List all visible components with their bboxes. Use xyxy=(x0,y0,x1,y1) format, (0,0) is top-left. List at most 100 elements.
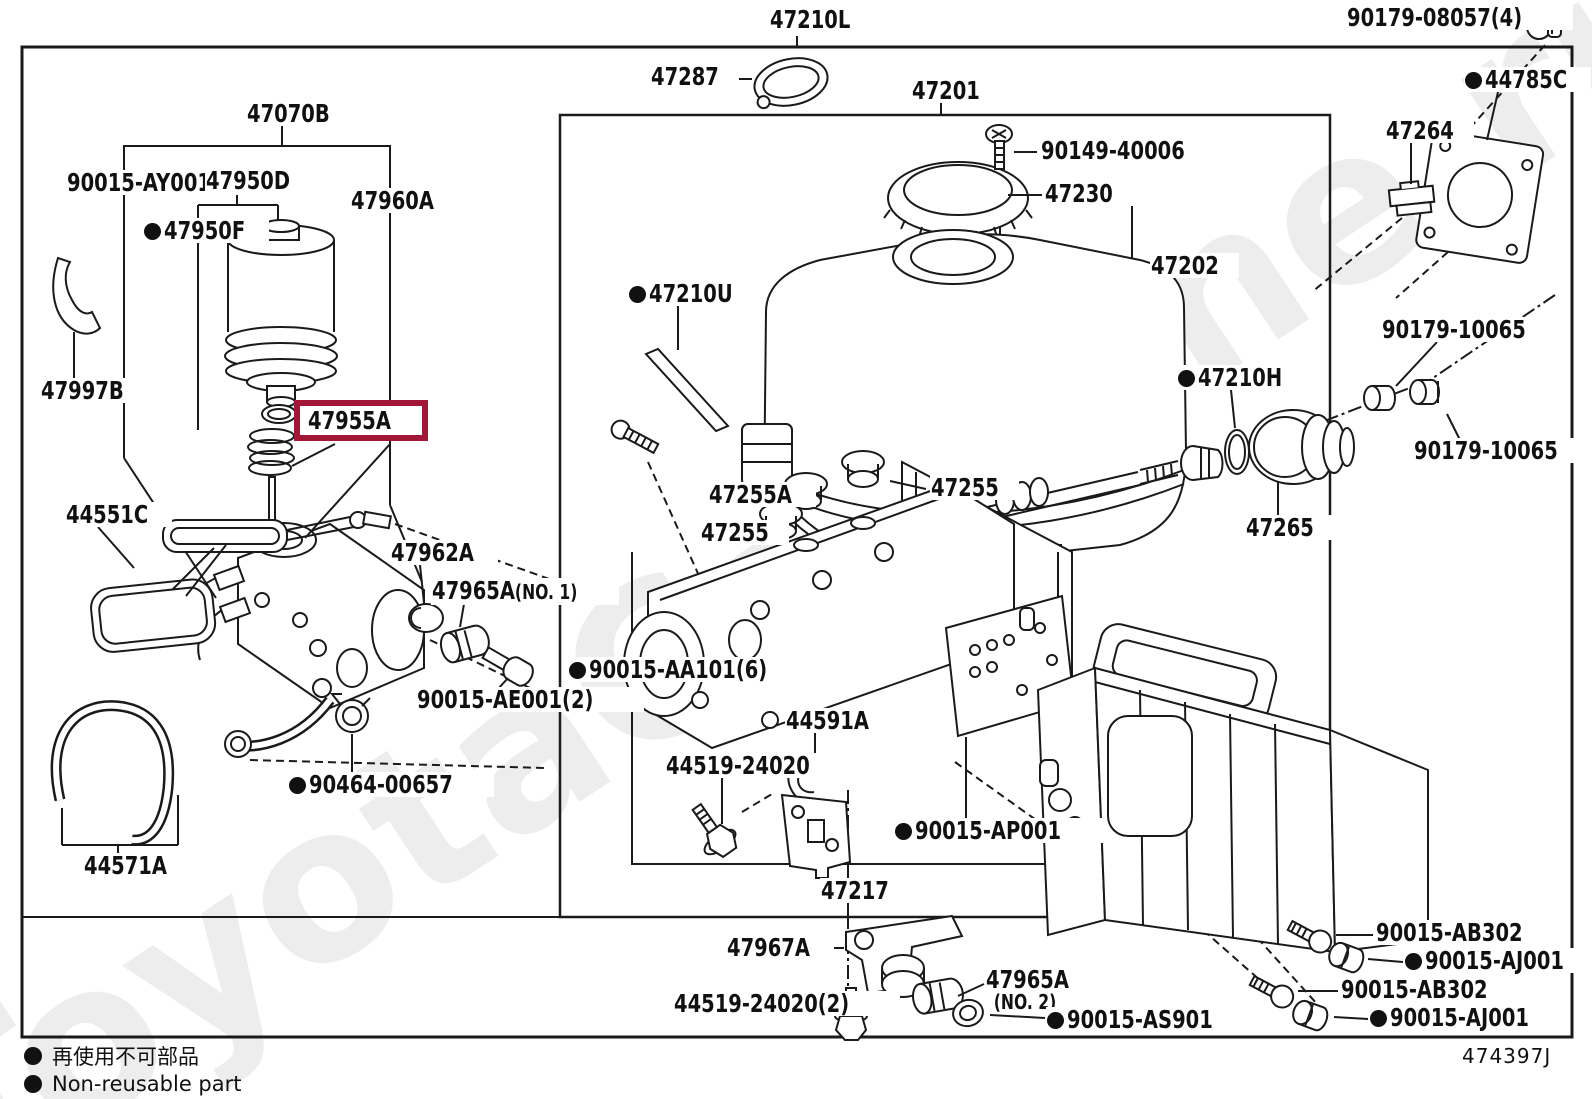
part-label-47962A[interactable]: 47962A xyxy=(390,540,499,565)
part-tube-44551C xyxy=(90,510,393,653)
part-label-90015-AJ001-1[interactable]: 90015-AJ001 xyxy=(1404,948,1592,973)
part-number-text: 47287 xyxy=(651,62,719,91)
part-label-47960A[interactable]: 47960A xyxy=(350,186,459,215)
part-number-text: 47230 xyxy=(1045,179,1113,208)
part-label-90015-AA101-6[interactable]: 90015-AA101(6) xyxy=(568,657,819,682)
part-label-90015-AS901[interactable]: 90015-AS901 xyxy=(1046,1007,1255,1032)
part-number-text: 47255 xyxy=(931,473,999,502)
part-label-90149-40006[interactable]: 90149-40006 xyxy=(1040,138,1227,163)
legend-row: Non-reusable part xyxy=(24,1070,241,1098)
part-gasket-44785C xyxy=(1415,130,1545,264)
non-reusable-dot xyxy=(569,662,586,679)
part-nuts-90179-10065 xyxy=(1363,379,1440,411)
part-spring-47955A xyxy=(247,428,295,476)
part-clip-47264 xyxy=(1387,180,1436,217)
non-reusable-dot xyxy=(24,1047,42,1065)
part-label-47210U[interactable]: 47210U xyxy=(628,279,758,308)
part-number-text: 47965A(NO. 1) xyxy=(432,576,578,605)
part-label-90179-10065-2[interactable]: 90179-10065 xyxy=(1413,438,1592,463)
part-bolt-44519-24020 xyxy=(691,802,738,859)
part-number-text: 47255A xyxy=(709,480,792,509)
part-number-text: 47955A xyxy=(308,406,391,435)
part-pin-47210U xyxy=(644,347,730,433)
part-label-47967A[interactable]: 47967A xyxy=(726,935,835,960)
part-label-47265[interactable]: 47265 xyxy=(1245,515,1334,540)
part-number-text: 47950F xyxy=(164,216,246,245)
part-label-47287[interactable]: 47287 xyxy=(650,64,739,89)
part-label-47965A-no1[interactable]: 47965A(NO. 1) xyxy=(431,576,620,605)
part-label-44519-24020[interactable]: 44519-24020 xyxy=(665,753,852,778)
part-number-text: 90179-08057(4) xyxy=(1347,3,1523,32)
part-label-90015-AB302-2[interactable]: 90015-AB302 xyxy=(1340,977,1530,1002)
part-clamp-90464-00657 xyxy=(329,693,371,733)
part-label-47950F[interactable]: 47950F xyxy=(143,216,270,245)
part-label-47210H[interactable]: 47210H xyxy=(1177,365,1307,390)
part-plug-90015-AJ001-2 xyxy=(1292,999,1329,1032)
part-label-44519-24020-2[interactable]: 44519-24020(2) xyxy=(673,991,900,1016)
part-label-90179-10065-1[interactable]: 90179-10065 xyxy=(1381,315,1568,344)
part-number-text: 90179-10065 xyxy=(1414,436,1558,465)
non-reusable-dot xyxy=(289,777,306,794)
part-number-text: 47950D xyxy=(206,166,291,195)
part-number-text: 47210L xyxy=(770,5,851,34)
part-number-text: 47070B xyxy=(247,99,330,128)
part-label-47255A[interactable]: 47255A xyxy=(708,480,817,509)
part-label-47202[interactable]: 47202 xyxy=(1150,253,1239,278)
part-cap-47230 xyxy=(883,161,1033,243)
part-number-text: 47210U xyxy=(649,279,733,308)
part-screw-90149-40006 xyxy=(985,124,1013,170)
part-number-text: 47965A(NO. 2) xyxy=(986,965,1069,1014)
part-screw-90015-AB302-2 xyxy=(1248,974,1295,1009)
part-label-suffix: (NO. 1) xyxy=(514,580,578,604)
part-number-text: 90464-00657 xyxy=(309,770,453,799)
part-label-47965A-no2[interactable]: 47965A(NO. 2) xyxy=(985,965,1094,1014)
part-label-90015-AB302-1[interactable]: 90015-AB302 xyxy=(1375,920,1565,945)
part-label-47210L[interactable]: 47210L xyxy=(769,7,874,32)
part-plug-90015-AJ001-1 xyxy=(1328,941,1365,974)
part-elbow-47997B xyxy=(52,256,102,335)
part-ring-90015-AS901 xyxy=(952,998,984,1028)
part-label-90464-00657[interactable]: 90464-00657 xyxy=(288,770,495,799)
part-number-text: 90015-AE001(2) xyxy=(417,685,594,714)
part-number-text: 44785C xyxy=(1485,65,1568,94)
part-label-90015-AJ001-2[interactable]: 90015-AJ001 xyxy=(1369,1003,1570,1032)
part-label-47255-left[interactable]: 47255 xyxy=(700,520,789,545)
part-label-47997B[interactable]: 47997B xyxy=(40,378,149,403)
part-label-44785C[interactable]: 44785C xyxy=(1464,65,1592,94)
non-reusable-dot xyxy=(1465,72,1482,89)
part-label-47230[interactable]: 47230 xyxy=(1044,181,1133,206)
part-piston-47210H xyxy=(1180,429,1250,481)
part-number-text: 47201 xyxy=(912,76,980,105)
part-label-44591A[interactable]: 44591A xyxy=(785,708,894,733)
part-label-47217[interactable]: 47217 xyxy=(820,878,909,903)
part-clamp-47287 xyxy=(753,57,829,110)
part-number-text: 47960A xyxy=(351,186,434,215)
non-reusable-dot xyxy=(1047,1012,1064,1029)
part-label-47950D[interactable]: 47950D xyxy=(205,168,315,193)
part-label-47955A[interactable]: 47955A xyxy=(294,400,429,441)
part-label-90015-AP001[interactable]: 90015-AP001 xyxy=(894,818,1104,843)
part-label-90179-08057-4[interactable]: 90179-08057(4) xyxy=(1346,5,1573,30)
part-number-text: 90015-AJ001 xyxy=(1390,1003,1529,1032)
part-label-47255-right[interactable]: 47255 xyxy=(930,475,1019,500)
part-screw-90015-AB302-1 xyxy=(1286,919,1333,954)
part-number-text: 47217 xyxy=(821,876,889,905)
non-reusable-dot xyxy=(895,823,912,840)
part-number-text: 47264 xyxy=(1386,116,1454,145)
part-label-90015-AE001-2[interactable]: 90015-AE001(2) xyxy=(416,685,645,714)
part-number-text: 44519-24020(2) xyxy=(674,989,850,1018)
part-label-suffix: (NO. 2) xyxy=(993,990,1057,1014)
part-number-text: 47255 xyxy=(701,518,769,547)
part-label-47264[interactable]: 47264 xyxy=(1385,118,1474,143)
part-label-47201[interactable]: 47201 xyxy=(911,78,1000,103)
non-reusable-dot xyxy=(1405,953,1422,970)
part-label-47070B[interactable]: 47070B xyxy=(246,99,355,128)
part-label-44571A[interactable]: 44571A xyxy=(83,851,192,880)
part-label-44551C[interactable]: 44551C xyxy=(65,502,173,527)
part-accumulator-47950D xyxy=(224,219,338,408)
part-number-text: 90179-10065 xyxy=(1382,315,1526,344)
non-reusable-dot xyxy=(629,286,646,303)
part-number-text: 44571A xyxy=(84,851,167,880)
